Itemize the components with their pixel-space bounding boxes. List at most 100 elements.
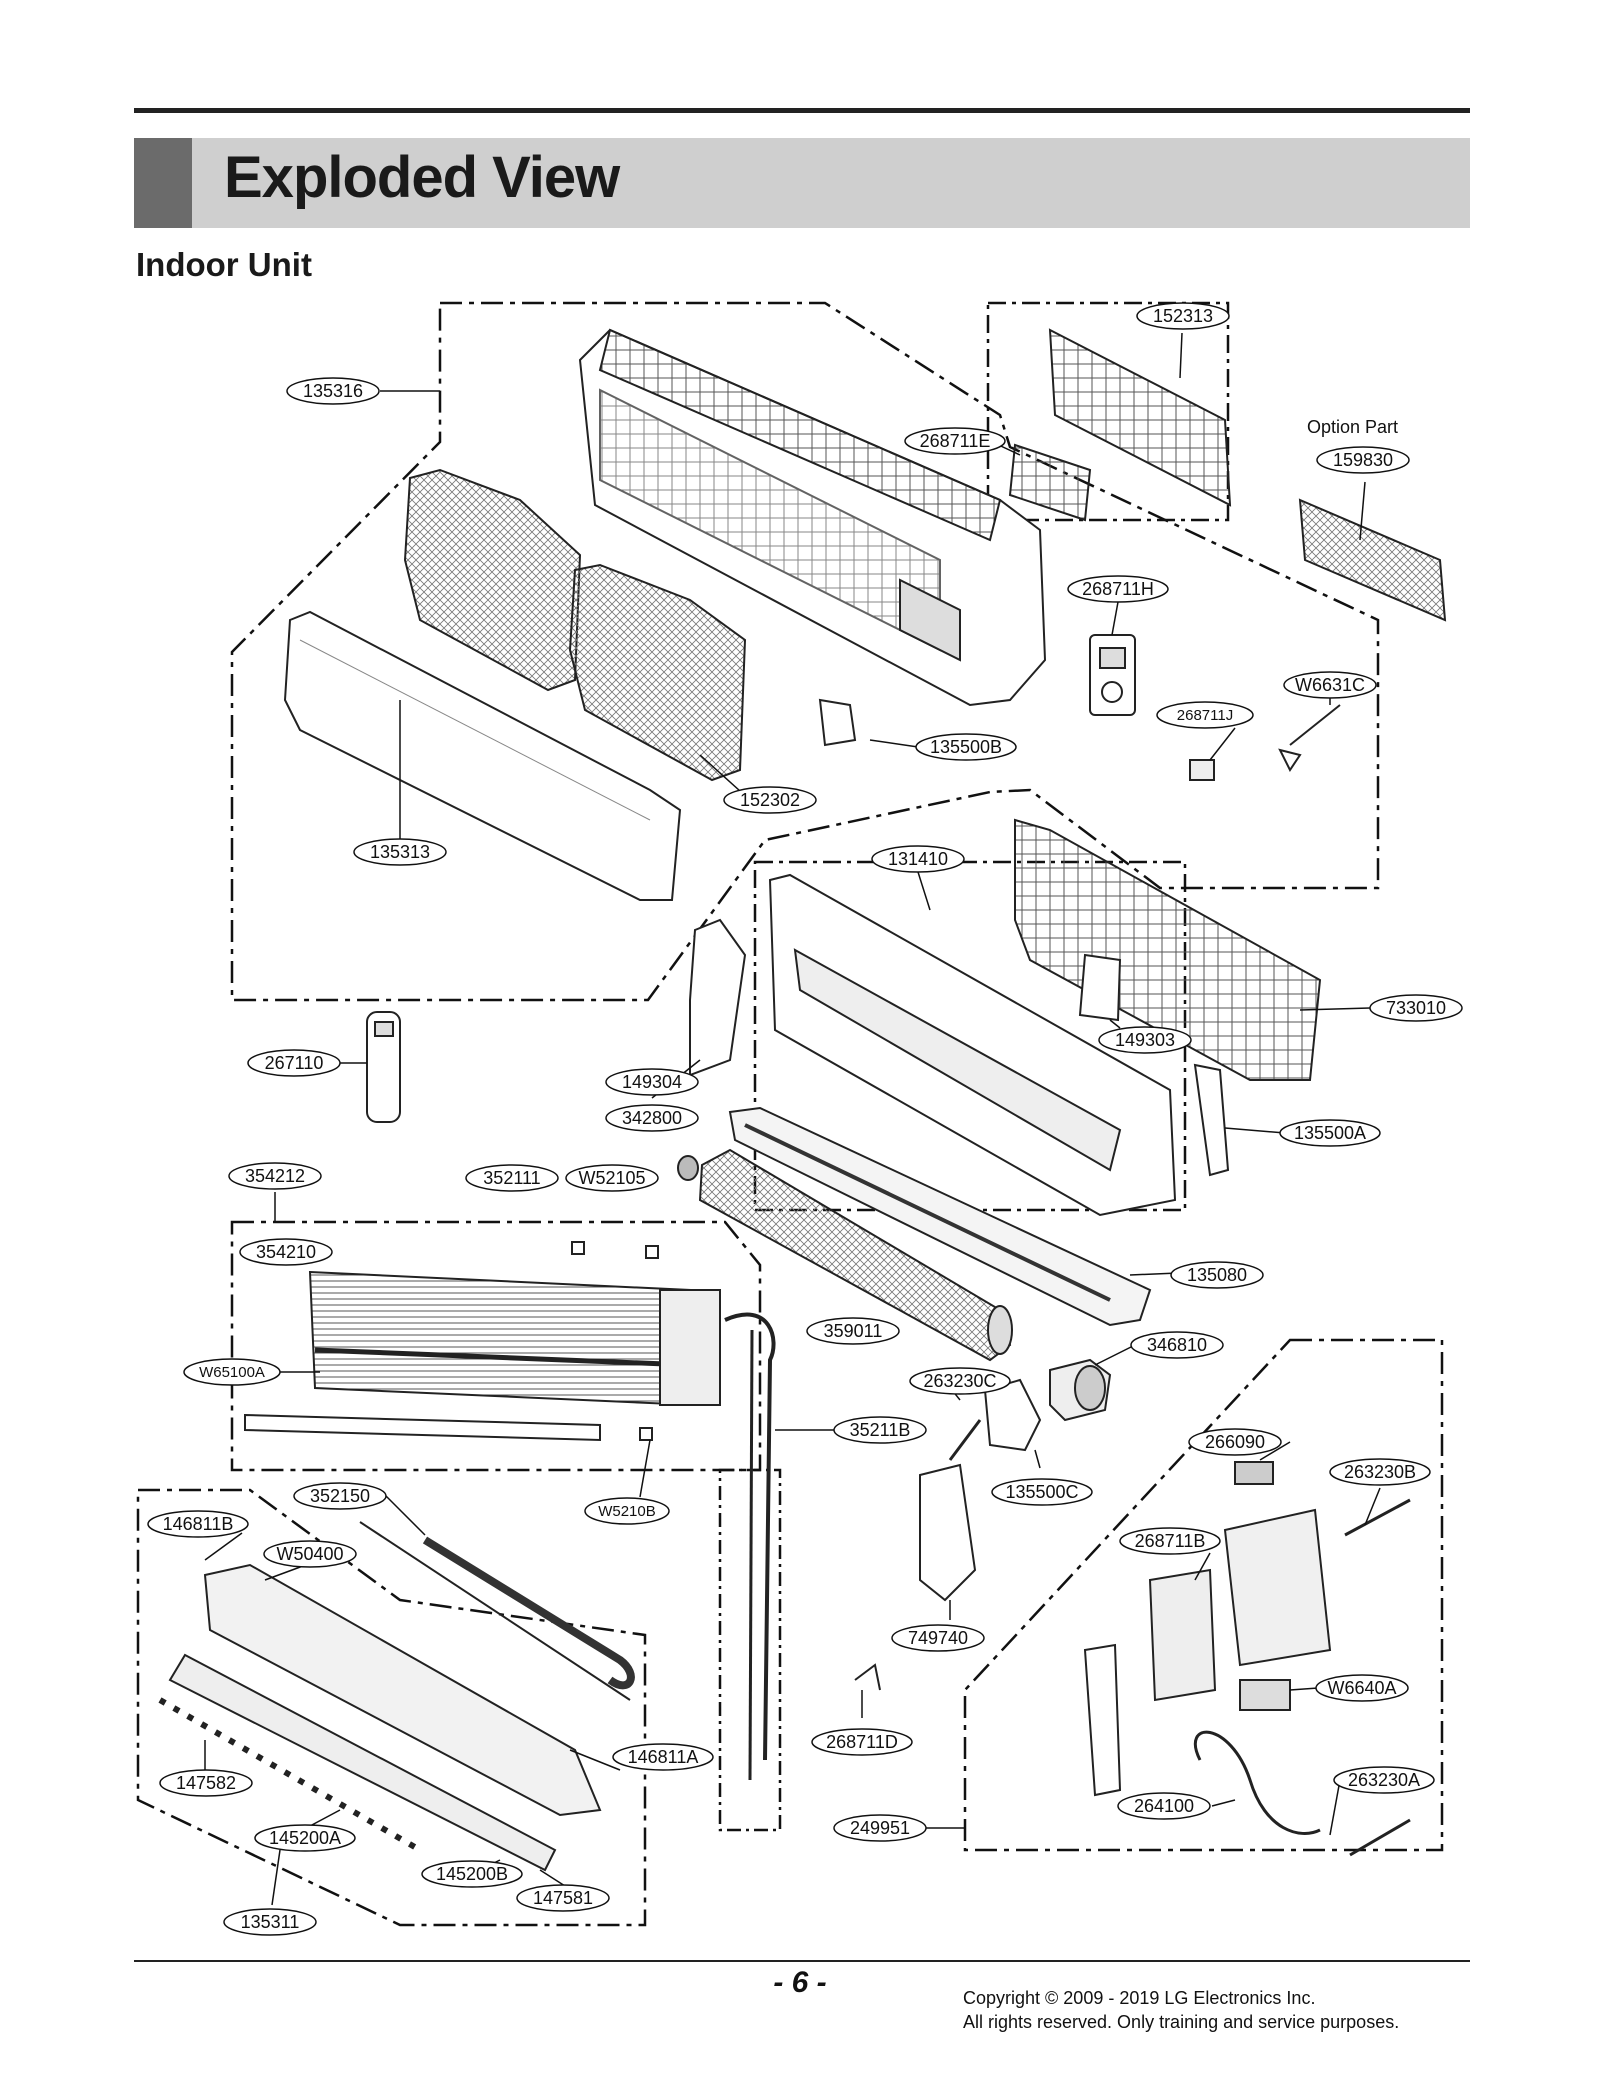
svg-text:267110: 267110 — [265, 1053, 324, 1073]
callout-W5210B: W5210B — [584, 1497, 670, 1525]
callout-268711E: 268711E — [904, 427, 1006, 455]
svg-text:135080: 135080 — [1187, 1265, 1247, 1285]
thermistor — [1278, 704, 1341, 772]
side-panel-135500a — [1193, 1063, 1230, 1177]
sensor-263230b — [1344, 1498, 1411, 1537]
svg-text:146811A: 146811A — [628, 1747, 699, 1767]
callout-147581: 147581 — [516, 1884, 610, 1912]
motor-holder — [983, 1378, 1042, 1452]
clip-w52105 — [645, 1245, 659, 1259]
svg-text:352150: 352150 — [310, 1486, 370, 1506]
svg-text:W6631C: W6631C — [1295, 675, 1365, 695]
bracket-149303 — [1078, 953, 1122, 1022]
svg-text:W50400: W50400 — [276, 1544, 343, 1564]
small-filter — [1008, 443, 1092, 522]
clip-w5210b — [639, 1427, 653, 1441]
callout-131410: 131410 — [871, 845, 965, 873]
svg-text:135500B: 135500B — [930, 737, 1002, 757]
front-panel — [283, 610, 682, 901]
outline-front-group — [230, 301, 1380, 1002]
svg-text:135500C: 135500C — [1005, 1482, 1078, 1502]
callout-268711J: 268711J — [1156, 701, 1254, 729]
svg-text:135316: 135316 — [303, 381, 363, 401]
svg-text:135311: 135311 — [241, 1912, 300, 1932]
svg-text:264100: 264100 — [1134, 1796, 1194, 1816]
horizontal-vane — [168, 1653, 557, 1872]
callout-145200A: 145200A — [254, 1824, 356, 1852]
svg-text:266090: 266090 — [1205, 1432, 1265, 1452]
vertical-vanes — [158, 1697, 422, 1853]
callout-268711D: 268711D — [811, 1728, 913, 1756]
svg-text:342800: 342800 — [622, 1108, 682, 1128]
vane-assembly — [203, 1563, 602, 1817]
svg-text:159830: 159830 — [1333, 450, 1393, 470]
svg-text:749740: 749740 — [908, 1628, 968, 1648]
callout-152302: 152302 — [723, 786, 817, 814]
callout-135080: 135080 — [1170, 1261, 1264, 1289]
svg-text:354210: 354210 — [256, 1242, 316, 1262]
outline-vane-group — [136, 1488, 647, 1927]
svg-text:733010: 733010 — [1386, 998, 1446, 1018]
callout-268711B: 268711B — [1119, 1527, 1221, 1555]
svg-text:152302: 152302 — [740, 790, 800, 810]
callout-W6631C: W6631C — [1283, 671, 1377, 699]
page-title: Exploded View — [224, 145, 620, 210]
svg-text:W65100A: W65100A — [199, 1364, 265, 1381]
callout-135500C: 135500C — [991, 1478, 1093, 1506]
deodorizing-filter — [1048, 328, 1232, 507]
refrigerant-pipes — [724, 1312, 776, 1761]
copyright-line-1: Copyright © 2009 - 2019 LG Electronics I… — [963, 1988, 1316, 2008]
copyright: Copyright © 2009 - 2019 LG Electronics I… — [963, 1986, 1399, 2034]
components — [158, 328, 1447, 1872]
wire-268711d — [854, 1663, 881, 1691]
callout-733010: 733010 — [1369, 994, 1463, 1022]
svg-text:354212: 354212 — [245, 1166, 305, 1186]
sensor-263230a — [1349, 1818, 1411, 1857]
copyright-line-2: All rights reserved. Only training and s… — [963, 2012, 1400, 2032]
fuse-266090 — [1234, 1461, 1274, 1485]
title-accent — [134, 138, 192, 228]
title-bar: Exploded View — [134, 138, 1470, 228]
top-rule — [134, 108, 1470, 113]
leader-lines — [204, 332, 1381, 1906]
callout-352150: 352150 — [293, 1482, 387, 1510]
chassis-top-part — [578, 328, 1047, 707]
svg-text:131410: 131410 — [888, 849, 948, 869]
callout-267110: 267110 — [247, 1049, 341, 1077]
callout-135316: 135316 — [286, 377, 380, 405]
sensor-263230c — [948, 1419, 982, 1461]
callout-354210: 354210 — [239, 1238, 333, 1266]
svg-text:268711J: 268711J — [1177, 707, 1233, 724]
callout-W6640A: W6640A — [1315, 1674, 1409, 1702]
callout-266090: 266090 — [1188, 1428, 1282, 1456]
bracket-749740 — [919, 1463, 977, 1602]
callout-354212: 354212 — [228, 1162, 322, 1190]
callout-W65100A: W65100A — [183, 1358, 281, 1386]
callout-352111: 352111 — [465, 1164, 559, 1192]
outline-pipe-group — [718, 1468, 782, 1832]
control-box — [1223, 1508, 1332, 1667]
terminal-block — [1239, 1679, 1291, 1711]
air-filter-right — [568, 563, 747, 782]
svg-text:145200A: 145200A — [269, 1828, 341, 1848]
callout-263230C: 263230C — [909, 1367, 1011, 1395]
callout-149304: 149304 — [605, 1068, 699, 1096]
svg-text:263230B: 263230B — [1344, 1462, 1416, 1482]
callout-135500A: 135500A — [1279, 1119, 1381, 1147]
cover-plate — [1083, 1643, 1122, 1797]
callout-149303: 149303 — [1098, 1026, 1192, 1054]
callout-359011: 359011 — [806, 1317, 900, 1345]
callout-W52105: W52105 — [565, 1164, 659, 1192]
callout-749740: 749740 — [891, 1624, 985, 1652]
callout-146811A: 146811A — [612, 1743, 714, 1771]
drain-hose — [422, 1536, 635, 1690]
callout-263230A: 263230A — [1333, 1766, 1435, 1794]
callout-135313: 135313 — [353, 838, 447, 866]
svg-text:263230C: 263230C — [923, 1371, 996, 1391]
callout-264100: 264100 — [1117, 1792, 1211, 1820]
svg-text:149303: 149303 — [1115, 1030, 1175, 1050]
insulation — [244, 1413, 601, 1442]
svg-text:135500A: 135500A — [1294, 1123, 1366, 1143]
air-filter-left — [403, 468, 582, 692]
